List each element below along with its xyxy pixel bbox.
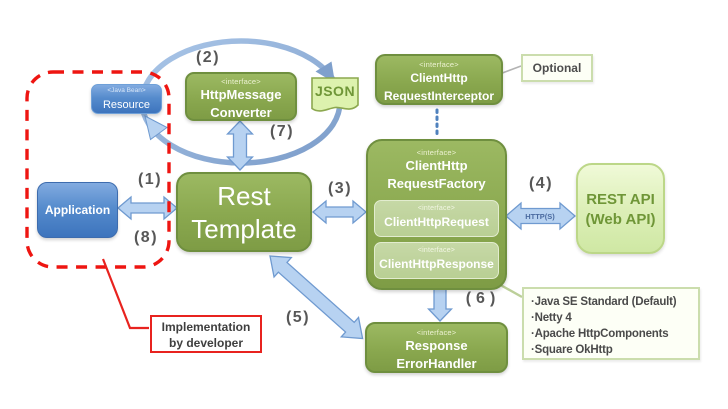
list-item: ·Java SE Standard (Default) xyxy=(531,296,677,308)
step-5-label: (5) xyxy=(285,309,311,326)
response-error-handler-node: <interface> Response ErrorHandler xyxy=(365,322,508,373)
factory-line1: ClientHttp xyxy=(405,158,468,173)
step-2-label: (2) xyxy=(195,49,221,66)
converter-line2: Converter xyxy=(210,105,272,120)
resource-stereotype: <Java Bean> xyxy=(107,87,146,94)
optional-label: Optional xyxy=(532,61,582,75)
factory-implementations-note: ·Java SE Standard (Default) ·Netty 4 ·Ap… xyxy=(522,287,700,360)
http-protocol-label: HTTP(S) xyxy=(525,212,555,221)
rest-template-line2: Template xyxy=(191,214,297,244)
response-stereotype: <interface> xyxy=(417,247,456,254)
arrow-resttemplate-errorhandler xyxy=(269,255,364,340)
response-label: ClientHttpResponse xyxy=(379,257,494,271)
step-6-label: (6) xyxy=(465,290,501,307)
application-node: Application xyxy=(37,182,118,238)
implementation-by-developer-note: Implementation by developer xyxy=(150,315,262,353)
converter-line1: HttpMessage xyxy=(200,87,282,102)
rest-api-node: REST API (Web API) xyxy=(576,163,665,254)
list-item: ·Square OkHttp xyxy=(531,344,613,356)
json-label: JSON xyxy=(314,83,356,99)
interceptor-stereotype: <interface> xyxy=(419,60,459,69)
errorhandler-line2: ErrorHandler xyxy=(396,356,477,371)
client-http-response-node: <interface> ClientHttpResponse xyxy=(374,242,499,279)
client-http-request-interceptor-node: <interface> ClientHttp RequestIntercepto… xyxy=(375,54,503,105)
impl-note-line1: Implementation xyxy=(161,320,251,334)
rest-api-line1: REST API xyxy=(586,191,655,208)
rest-template-line1: Rest xyxy=(217,181,271,211)
impl-note-line2: by developer xyxy=(168,336,244,350)
request-label: ClientHttpRequest xyxy=(384,215,489,229)
http-message-converter-node: <interface> HttpMessage Converter xyxy=(185,72,297,121)
client-http-request-node: <interface> ClientHttpRequest xyxy=(374,200,499,237)
client-http-request-factory-node: <interface> ClientHttp RequestFactory <i… xyxy=(366,139,507,290)
resource-label: Resource xyxy=(102,99,151,111)
list-item: ·Apache HttpComponents xyxy=(531,328,669,340)
converter-stereotype: <interface> xyxy=(221,77,261,86)
list-item: ·Netty 4 xyxy=(531,312,572,324)
interceptor-line2: RequestInterceptor xyxy=(383,89,495,103)
step-3-label: (3) xyxy=(327,180,353,197)
step-8-label: (8) xyxy=(133,229,159,246)
factory-line2: RequestFactory xyxy=(387,176,486,191)
step-1-label: (1) xyxy=(137,171,163,188)
resource-node: <Java Bean> Resource xyxy=(91,84,162,114)
step-7-label: (7) xyxy=(269,123,295,140)
request-stereotype: <interface> xyxy=(417,205,456,212)
arrow-factory-restapi xyxy=(505,201,576,231)
arrow-converter-resttemplate xyxy=(225,120,255,171)
rest-template-node: Rest Template xyxy=(176,172,312,252)
application-label: Application xyxy=(44,203,111,217)
optional-note: Optional xyxy=(521,54,593,82)
errorhandler-line1: Response xyxy=(405,338,468,353)
json-node: JSON xyxy=(311,77,359,117)
rest-api-line2: (Web API) xyxy=(585,211,656,228)
json-flag-shape-icon xyxy=(311,77,359,112)
factory-stereotype: <interface> xyxy=(416,148,457,157)
step-4-label: (4) xyxy=(528,175,554,192)
errorhandler-stereotype: <interface> xyxy=(416,328,457,337)
interceptor-line1: ClientHttp xyxy=(410,71,468,85)
